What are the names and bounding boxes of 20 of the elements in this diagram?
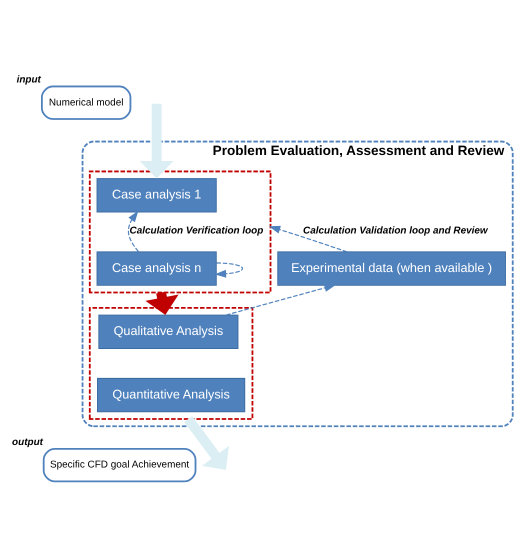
node-box: Qualitative Analysis [98, 314, 238, 348]
node-label: input [16, 74, 41, 86]
arrow [145, 291, 179, 314]
arrow [140, 103, 174, 178]
arrow [128, 210, 139, 252]
arrow [184, 416, 230, 470]
node-box: Experimental data (when available ) [277, 250, 506, 286]
node-box: Specific CFD goal Achievement [42, 447, 196, 482]
cluster [88, 170, 272, 293]
arrow [268, 225, 348, 252]
edge-label: Calculation Verification loop [130, 225, 264, 236]
node-label: output [12, 436, 43, 448]
node-box: Case analysis 1 [96, 178, 217, 212]
node-box: Quantitative Analysis [97, 377, 246, 412]
arrow [214, 262, 244, 278]
edge-label: Calculation Validation loop and Review [303, 225, 488, 236]
node-box: Case analysis n [96, 250, 217, 286]
node-box: Numerical model [40, 85, 132, 120]
cluster [88, 306, 254, 420]
arrow [226, 284, 336, 316]
